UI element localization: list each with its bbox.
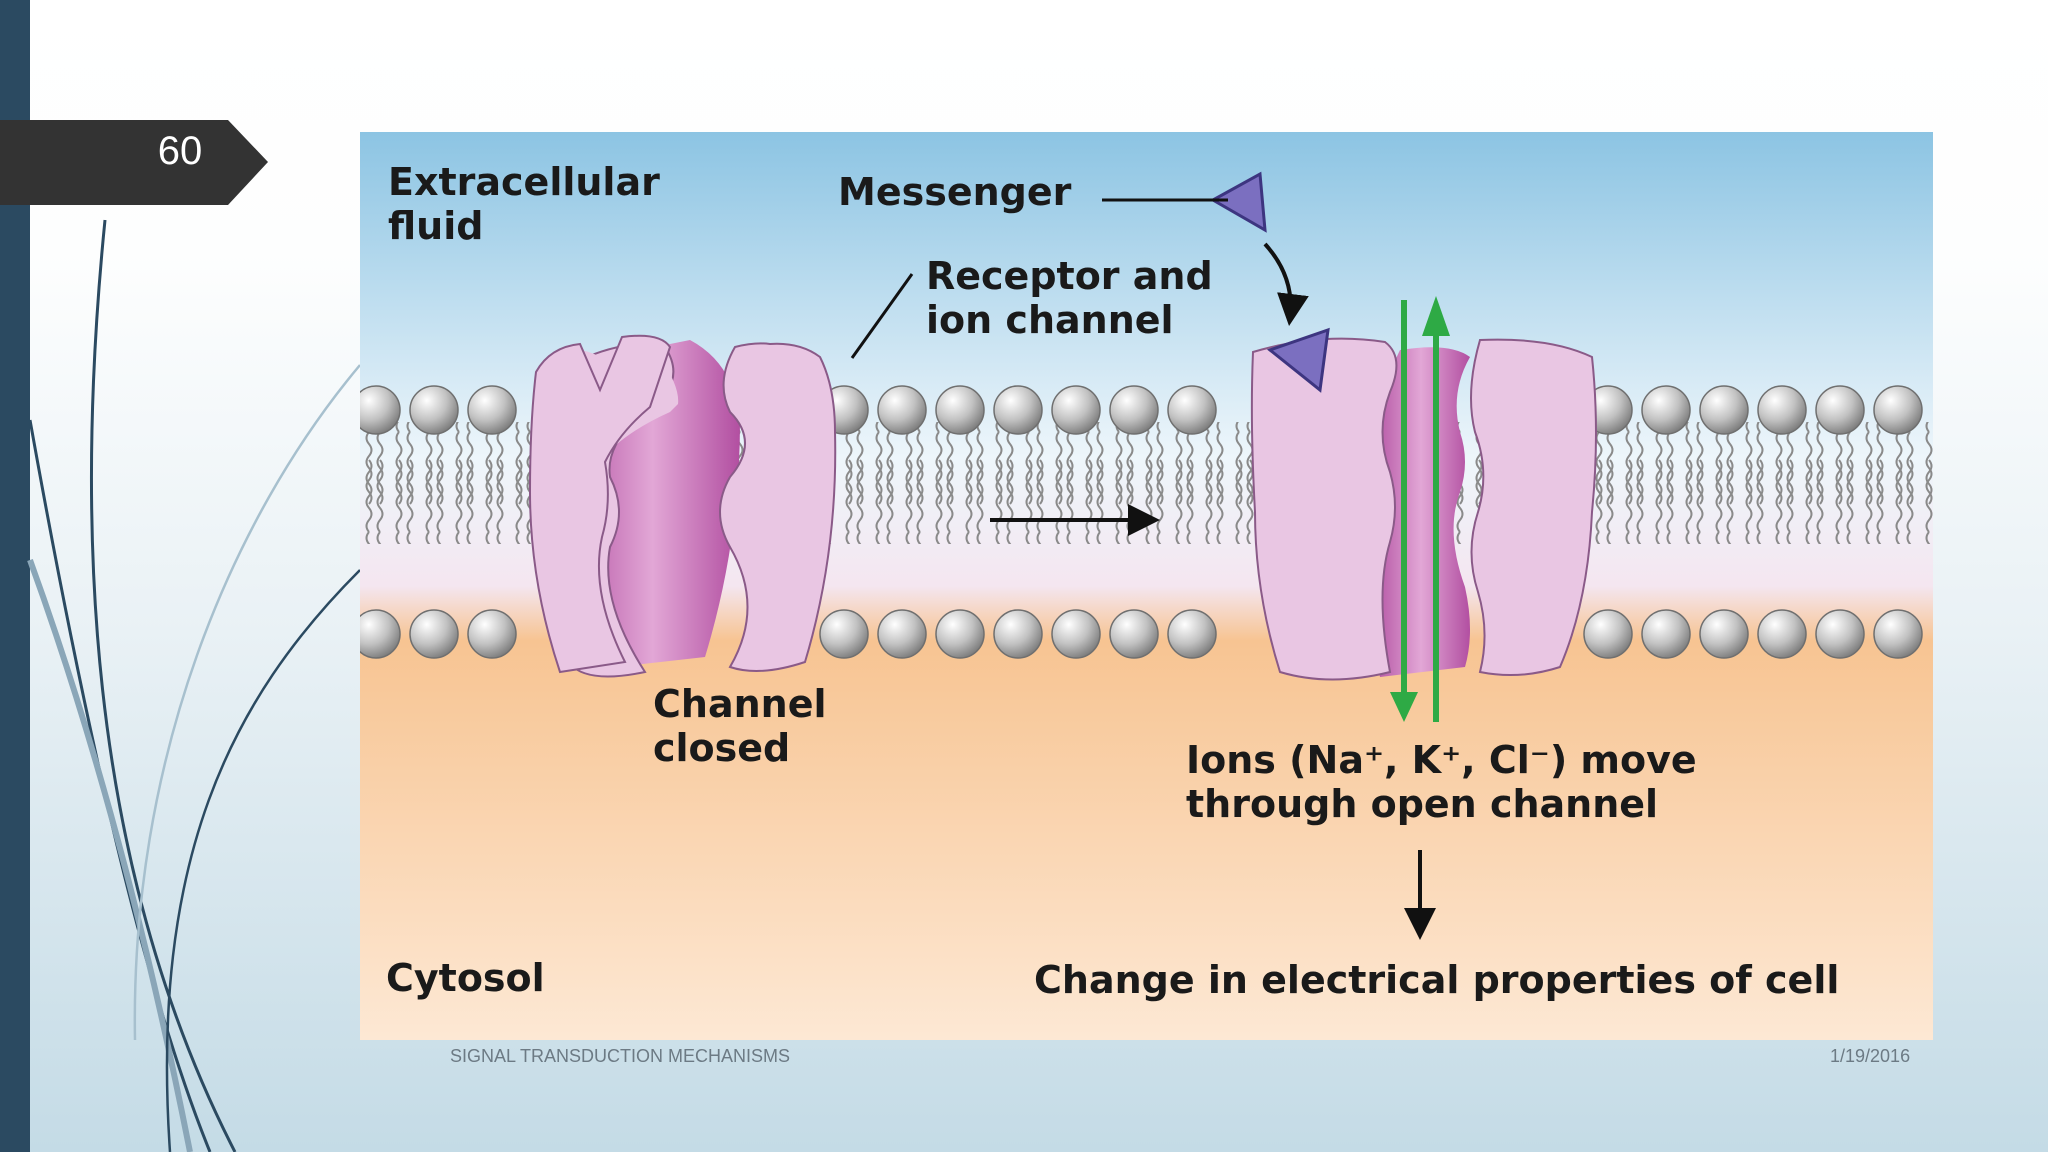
lipid-head bbox=[1641, 609, 1691, 659]
lipid-head bbox=[877, 609, 927, 659]
lipid-head bbox=[1641, 385, 1691, 435]
ion-arrows bbox=[1390, 296, 1450, 722]
label-extracellular-line2: fluid bbox=[388, 204, 484, 248]
lipid-head bbox=[1815, 609, 1865, 659]
lipid-head bbox=[1167, 385, 1217, 435]
lipid-head bbox=[1109, 609, 1159, 659]
slide-number-tab bbox=[0, 120, 268, 205]
ion-channel-diagram: Extracellular fluid Messenger Receptor a… bbox=[360, 132, 1933, 1040]
label-change-electrical: Change in electrical properties of cell bbox=[1034, 958, 1840, 1002]
lipid-head bbox=[1167, 609, 1217, 659]
lipid-head bbox=[1051, 609, 1101, 659]
decorative-curves bbox=[27, 219, 361, 1152]
lipid-head bbox=[877, 385, 927, 435]
lipid-head bbox=[467, 609, 517, 659]
lipid-head bbox=[1699, 385, 1749, 435]
lipid-head bbox=[993, 609, 1043, 659]
lipid-head bbox=[467, 385, 517, 435]
open-channel bbox=[1250, 327, 1597, 681]
lipid-head bbox=[409, 609, 459, 659]
label-channel-closed-line1: Channel bbox=[653, 682, 827, 726]
lipid-head bbox=[935, 385, 985, 435]
label-receptor-line2: ion channel bbox=[926, 298, 1174, 342]
lipid-head bbox=[1757, 385, 1807, 435]
lipid-head bbox=[993, 385, 1043, 435]
lipid-head bbox=[1873, 385, 1923, 435]
label-ions-line2: through open channel bbox=[1186, 782, 1659, 826]
receptor-pointer-line bbox=[850, 273, 914, 359]
lipid-head bbox=[1815, 385, 1865, 435]
lipid-head bbox=[360, 609, 401, 659]
label-receptor-line1: Receptor and bbox=[926, 254, 1213, 298]
label-channel-closed-line2: closed bbox=[653, 726, 791, 770]
lipid-head bbox=[1699, 609, 1749, 659]
lipid-head bbox=[935, 609, 985, 659]
label-messenger: Messenger bbox=[838, 170, 1072, 214]
label-extracellular-line1: Extracellular bbox=[388, 160, 660, 204]
closed-channel bbox=[528, 334, 837, 678]
lipid-head bbox=[1583, 609, 1633, 659]
lipid-head bbox=[1109, 385, 1159, 435]
binding-arrow bbox=[1263, 242, 1309, 326]
lipid-head bbox=[1757, 609, 1807, 659]
label-ions-line1: Ions (Na⁺, K⁺, Cl⁻) move bbox=[1186, 738, 1697, 782]
lipid-head bbox=[360, 385, 401, 435]
lipid-head bbox=[1051, 385, 1101, 435]
label-cytosol: Cytosol bbox=[386, 956, 545, 1000]
footer-title: SIGNAL TRANSDUCTION MECHANISMS bbox=[450, 1046, 791, 1066]
lipid-head bbox=[819, 609, 869, 659]
messenger-icon bbox=[1209, 171, 1267, 233]
lipid-head bbox=[1873, 609, 1923, 659]
footer-date: 1/19/2016 bbox=[1830, 1046, 1911, 1066]
slide-number: 60 bbox=[157, 129, 203, 173]
lipid-heads-bottom bbox=[360, 609, 1923, 659]
lipid-head bbox=[409, 385, 459, 435]
